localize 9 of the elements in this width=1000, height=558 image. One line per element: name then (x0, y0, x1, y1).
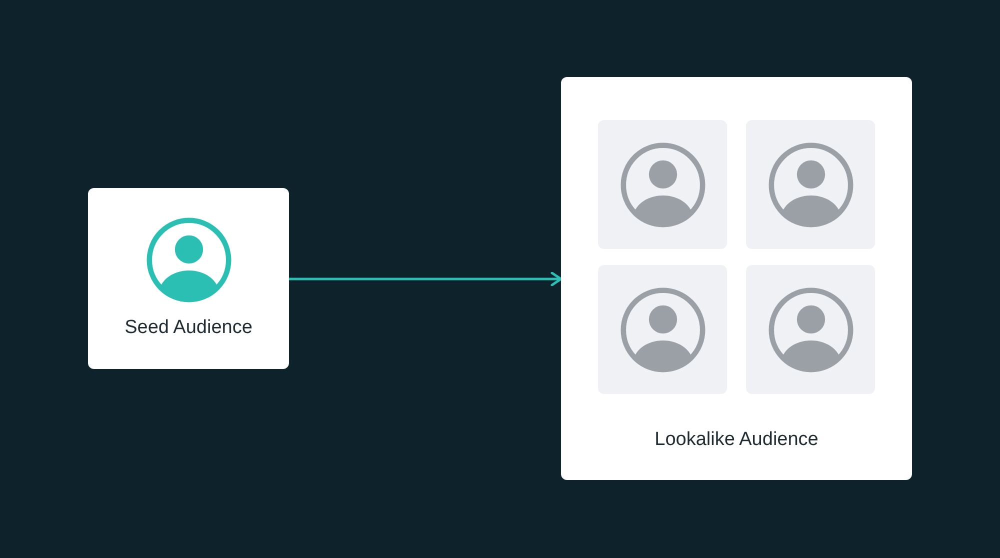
audience-card (88, 188, 289, 369)
card-label: Lookalike Audience (654, 428, 820, 452)
arrow (289, 272, 562, 286)
card-label: Seed Audience (124, 316, 254, 340)
avatar-tile (746, 265, 875, 394)
audience-card (561, 77, 912, 480)
avatar-tile (746, 120, 875, 249)
avatar-tile (598, 265, 727, 394)
avatar-tile (598, 120, 727, 249)
